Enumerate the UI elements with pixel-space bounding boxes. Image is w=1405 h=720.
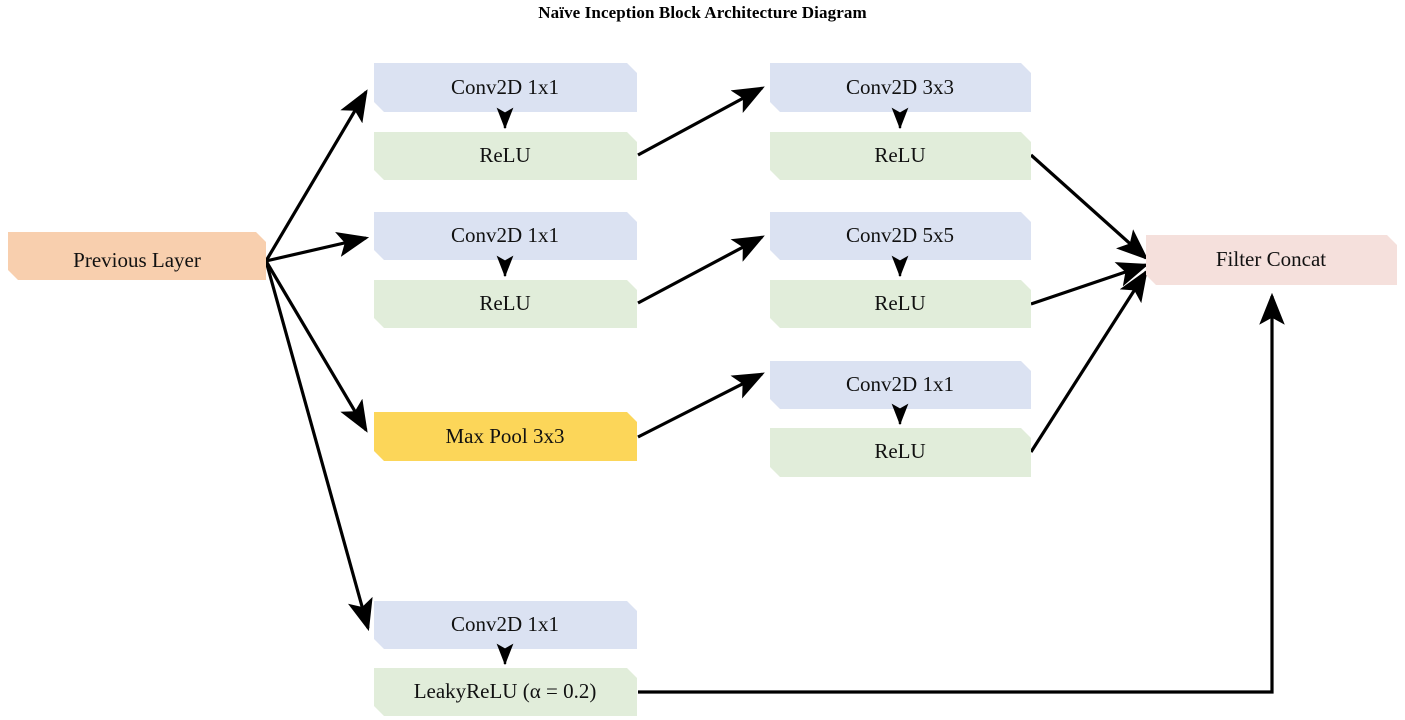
node-filter-concat-shape — [1146, 235, 1397, 285]
node-branch1-act-label: ReLU — [479, 143, 530, 167]
node-branch1-act-shape — [374, 132, 637, 180]
node-branch3-conv-label: Conv2D 1x1 — [846, 372, 954, 396]
node-branch1-conv2-shape — [770, 63, 1031, 112]
node-branch1-act[interactable]: ReLU — [374, 132, 637, 180]
node-branch2-conv-shape — [374, 212, 637, 260]
edge-branch1-relu-to-conv3x3 — [637, 86, 765, 157]
node-branch3-act-shape — [770, 428, 1031, 477]
node-branch1-conv-label: Conv2D 1x1 — [451, 75, 559, 99]
node-branch1-conv2-label: Conv2D 3x3 — [846, 75, 954, 99]
node-branch1-conv-shape — [374, 63, 637, 112]
edge-previous-to-branch4 — [264, 260, 373, 632]
node-branch2-act2[interactable]: ReLU — [770, 280, 1031, 328]
edge-previous-to-branch2 — [265, 231, 370, 263]
node-branch1-act2-shape — [770, 132, 1031, 180]
node-branch2-act-shape — [374, 280, 637, 328]
edge-previous-to-branch1 — [264, 89, 368, 262]
edge-branch1-to-concat — [1029, 153, 1149, 261]
node-branch4-conv[interactable]: Conv2D 1x1 — [374, 601, 637, 649]
node-branch2-conv2-label: Conv2D 5x5 — [846, 223, 954, 247]
node-branch4-conv-label: Conv2D 1x1 — [451, 612, 559, 636]
node-filter-concat-label: Filter Concat — [1216, 247, 1326, 271]
node-branch2-conv2-shape — [770, 212, 1031, 260]
node-previous-layer-label: Previous Layer — [73, 248, 201, 272]
node-branch2-act2-label: ReLU — [874, 291, 925, 315]
page-title: Naïve Inception Block Architecture Diagr… — [538, 3, 867, 22]
edge-branch4-to-concat — [638, 292, 1285, 694]
node-previous-layer-shape — [8, 232, 266, 280]
node-branch2-conv[interactable]: Conv2D 1x1 — [374, 212, 637, 260]
node-branch4-conv-shape — [374, 601, 637, 649]
node-filter-concat[interactable]: Filter Concat — [1146, 235, 1397, 285]
node-branch1-act2-label: ReLU — [874, 143, 925, 167]
node-branch2-conv-label: Conv2D 1x1 — [451, 223, 559, 247]
edges-layer — [264, 86, 1285, 694]
node-branch3-conv-shape — [770, 361, 1031, 409]
node-branch2-conv2[interactable]: Conv2D 5x5 — [770, 212, 1031, 260]
node-branch1-conv[interactable]: Conv2D 1x1 — [374, 63, 637, 112]
node-branch2-act[interactable]: ReLU — [374, 280, 637, 328]
node-branch3-pool[interactable]: Max Pool 3x3 — [374, 412, 637, 461]
node-branch3-pool-shape — [374, 412, 637, 461]
node-branch4-act[interactable]: LeakyReLU (α = 0.2) — [374, 668, 637, 716]
node-branch2-act2-shape — [770, 280, 1031, 328]
node-branch3-pool-label: Max Pool 3x3 — [445, 424, 564, 448]
edge-maxpool-to-conv1x1 — [637, 372, 765, 439]
node-branch4-act-label: LeakyReLU (α = 0.2) — [414, 679, 597, 703]
edge-branch3-to-concat — [1029, 269, 1148, 453]
node-branch1-act2[interactable]: ReLU — [770, 132, 1031, 180]
node-branch2-act-label: ReLU — [479, 291, 530, 315]
node-branch3-conv[interactable]: Conv2D 1x1 — [770, 361, 1031, 409]
edge-branch2-relu-to-conv5x5 — [637, 235, 765, 305]
node-branch4-act-shape — [374, 668, 637, 716]
edge-previous-to-branch3 — [264, 260, 368, 433]
node-branch3-act[interactable]: ReLU — [770, 428, 1031, 477]
node-branch3-act-label: ReLU — [874, 439, 925, 463]
node-branch1-conv2[interactable]: Conv2D 3x3 — [770, 63, 1031, 112]
node-previous-layer[interactable]: Previous Layer — [8, 232, 266, 280]
